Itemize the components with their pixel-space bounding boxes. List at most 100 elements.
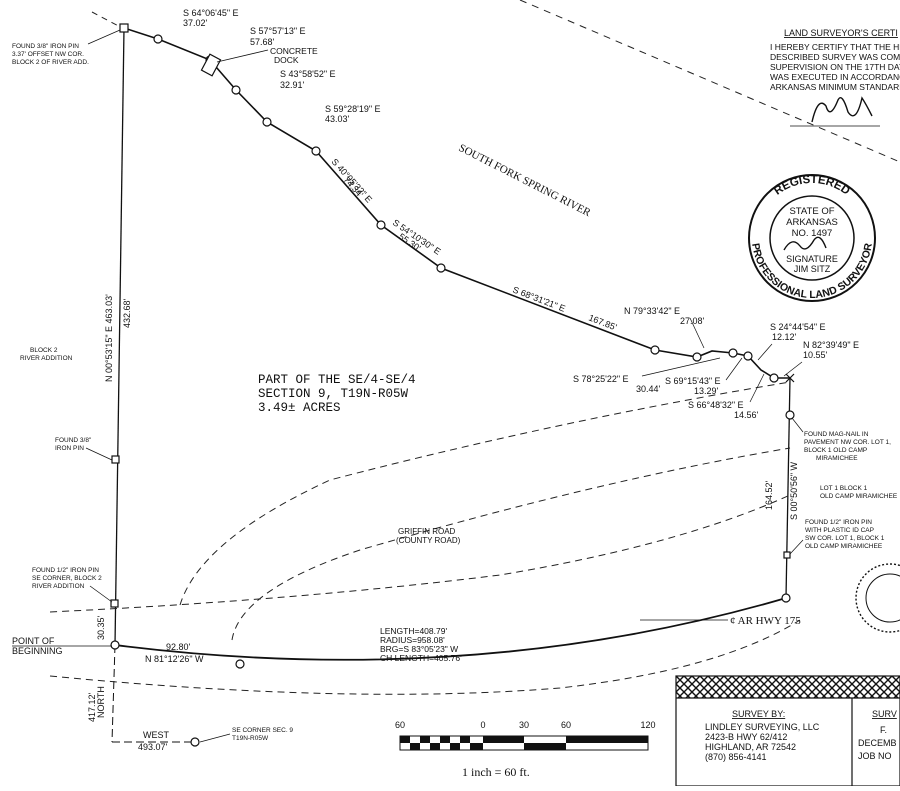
- parcel-description-line: 3.49± ACRES: [258, 401, 341, 415]
- boundary-monuments: [110, 23, 795, 747]
- point-of-beginning-label: BEGINNING: [12, 646, 63, 656]
- company-line: (870) 856-4141: [705, 752, 767, 762]
- survey-info: F.: [880, 725, 887, 735]
- north-distance-label: 417.12': [87, 692, 97, 722]
- distance-label: 10.55': [803, 350, 828, 360]
- bearing-label: N 79°33'42" E: [624, 306, 680, 316]
- svg-text:JIM SITZ: JIM SITZ: [794, 264, 831, 274]
- south-bearing-label: N 81°12'26" W: [145, 654, 204, 664]
- distance-label: 27.08': [680, 316, 705, 326]
- bearing-label: S 78°25'22" E: [573, 374, 629, 384]
- note-found-nw: FOUND 3/8" IRON PIN: [12, 43, 79, 50]
- note-block2: BLOCK 2: [30, 347, 58, 354]
- south-boundary-curve: [114, 597, 787, 661]
- bearing-label: S 69°15'43" E: [665, 376, 721, 386]
- west-tie-distance: 493.07': [138, 742, 168, 752]
- scale-tick-label: 60: [561, 720, 571, 730]
- dock-leader: [216, 49, 269, 63]
- note-found-half: SE CORNER, BLOCK 2: [32, 575, 102, 582]
- highway-label: ¢ AR HWY 175: [730, 615, 801, 627]
- note-mag-nail: FOUND MAG-NAIL IN: [804, 431, 869, 438]
- river-label: SOUTH FORK SPRING RIVER: [457, 142, 593, 219]
- bearing-label: S 24°44'54" E: [770, 322, 826, 332]
- curve-data: RADIUS=958.08': [380, 635, 445, 645]
- leader-line: [199, 733, 231, 743]
- survey-header: SURV: [872, 709, 897, 719]
- leader-line: [85, 447, 113, 461]
- west-bearing-label: N 00°53'15" E 463.03': [104, 294, 114, 382]
- griffin-road-edge: [179, 381, 791, 606]
- leader-line: [689, 317, 705, 349]
- dock-label: CONCRETE: [270, 46, 318, 56]
- bearing-label: S 68°31'21" E: [511, 285, 566, 314]
- distance-label: 43.03': [325, 114, 350, 124]
- company-line: LINDLEY SURVEYING, LLC: [705, 722, 820, 732]
- note-se-corner: SE CORNER SEC. 9: [232, 727, 293, 734]
- point-of-beginning-label: POINT OF: [12, 636, 55, 646]
- note-found-nw: BLOCK 2 OF RIVER ADD.: [12, 59, 89, 66]
- road-edge: [49, 494, 791, 613]
- bearing-label: N 82°39'49" E: [803, 340, 859, 350]
- bearing-label: S 57°57'13" E: [250, 26, 306, 36]
- certificate-heading: LAND SURVEYOR'S CERTI: [784, 28, 898, 38]
- west-boundary-line: [114, 27, 125, 646]
- certificate-line: I HEREBY CERTIFY THAT THE HE: [770, 42, 900, 52]
- bearing-label: S 64°06'45" E: [183, 8, 239, 18]
- svg-text:SIGNATURE: SIGNATURE: [786, 254, 838, 264]
- parcel-description-line: SECTION 9, T19N-R05W: [258, 387, 409, 401]
- certificate-line: DESCRIBED SURVEY WAS COMPLE: [770, 52, 900, 62]
- bearing-label: S 59°28'19" E: [325, 104, 381, 114]
- note-found-38: IRON PIN: [55, 445, 84, 452]
- svg-text:ARKANSAS: ARKANSAS: [786, 217, 838, 228]
- note-found-cap: WITH PLASTIC ID CAP: [805, 527, 874, 534]
- scale-tick-label: 60: [395, 720, 405, 730]
- certificate-line: WAS EXECUTED IN ACCORDANCE: [770, 72, 900, 82]
- certificate-line: SUPERVISION ON THE 17TH DAY: [770, 62, 900, 72]
- north-label: NORTH: [96, 686, 106, 718]
- griffin-road-label: GRIFFIN ROAD: [398, 527, 456, 536]
- note-se-corner: T19N-R05W: [232, 735, 269, 742]
- distance-label: 37.02': [183, 18, 208, 28]
- note-lot1: LOT 1 BLOCK 1: [820, 485, 868, 492]
- dock-label: DOCK: [274, 55, 299, 65]
- leader-line: [749, 373, 765, 403]
- note-found-half: RIVER ADDITION: [32, 583, 85, 590]
- distance-label: 57.68': [250, 37, 275, 47]
- leader-line: [641, 357, 721, 377]
- company-line: HIGHLAND, AR 72542: [705, 742, 796, 752]
- note-mag-nail: PAVEMENT NW COR. LOT 1,: [804, 439, 891, 446]
- griffin-road-edge: [231, 447, 791, 641]
- west-distance-label: 432.68': [122, 298, 132, 328]
- scale-caption: 1 inch = 60 ft.: [462, 765, 530, 779]
- surveyor-signature: [811, 96, 873, 123]
- note-found-cap: FOUND 1/2" IRON PIN: [805, 519, 872, 526]
- note-found-38: FOUND 3/8": [55, 437, 92, 444]
- curve-data: BRG=S 83°05'23" W: [380, 644, 458, 654]
- tie-distance-label: 30.35': [96, 615, 106, 640]
- bearing-label: S 43°58'52" E: [280, 69, 336, 79]
- graphic-scale: 60 0 30 60 120 1 inch = 60 ft.: [395, 720, 656, 779]
- distance-label: 30.44': [636, 384, 661, 394]
- partial-seal: [855, 563, 900, 633]
- note-found-half: FOUND 1/2" IRON PIN: [32, 567, 99, 574]
- leader-line: [89, 585, 113, 603]
- surveyor-seal: REGISTERED PROFESSIONAL LAND SURVEYOR ST…: [748, 174, 876, 302]
- river-boundary-line: [123, 27, 790, 379]
- company-line: 2423-B HWY 62/412: [705, 732, 787, 742]
- distance-label: 13.29': [694, 386, 719, 396]
- griffin-road-label: (COUNTY ROAD): [396, 536, 461, 545]
- note-mag-nail: BLOCK 1 OLD CAMP: [804, 447, 867, 454]
- scale-tick-label: 120: [640, 720, 655, 730]
- leader-line: [783, 361, 803, 377]
- leader-line: [789, 539, 804, 555]
- survey-info: JOB NO: [858, 751, 892, 761]
- note-found-nw: 3.37' OFFSET NW COR.: [12, 51, 84, 58]
- note-found-cap: SW COR. LOT 1, BLOCK 1: [805, 535, 885, 542]
- survey-by-label: SURVEY BY:: [732, 709, 785, 719]
- svg-text:NO. 1497: NO. 1497: [792, 228, 833, 239]
- west-tie-label: WEST: [143, 730, 170, 740]
- bearing-label: S 66°48'32" E: [688, 400, 744, 410]
- distance-label: 14.56': [734, 410, 759, 420]
- north-tie-line: [111, 644, 116, 743]
